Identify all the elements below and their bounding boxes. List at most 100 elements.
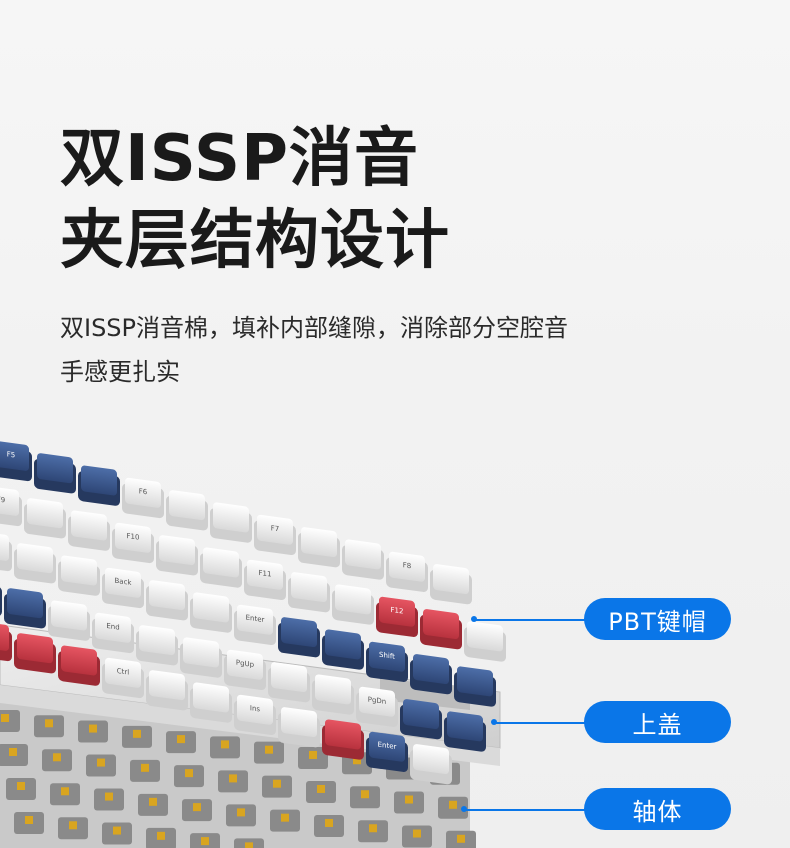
switch bbox=[262, 775, 292, 798]
feature-description-line-2: 手感更扎实 bbox=[60, 358, 180, 386]
switch bbox=[254, 741, 284, 764]
keycap: Num bbox=[0, 620, 12, 662]
keycap bbox=[78, 465, 120, 506]
keycap-legend: F7 bbox=[271, 523, 279, 533]
keycap bbox=[400, 699, 442, 740]
keycap bbox=[312, 674, 354, 715]
switch bbox=[94, 788, 124, 811]
keycap bbox=[322, 719, 364, 760]
keycap bbox=[190, 592, 232, 633]
switch bbox=[166, 731, 196, 754]
keycap bbox=[24, 498, 66, 539]
switch bbox=[210, 736, 240, 759]
keycap bbox=[200, 547, 242, 588]
switch bbox=[146, 827, 176, 848]
keycap bbox=[332, 584, 374, 625]
switch bbox=[226, 804, 256, 827]
keycap: Home bbox=[0, 581, 2, 617]
keycap: Ctrl bbox=[102, 657, 144, 699]
keycap bbox=[156, 535, 198, 576]
switch bbox=[394, 791, 424, 814]
switch bbox=[138, 793, 168, 816]
keycap: PgDn bbox=[356, 686, 398, 727]
keycap bbox=[136, 625, 178, 666]
switch bbox=[270, 809, 300, 832]
leader-dot-keycaps bbox=[471, 616, 477, 622]
keycap bbox=[410, 744, 452, 785]
keycap: Ins bbox=[234, 694, 276, 736]
switch bbox=[350, 786, 380, 809]
switch bbox=[174, 765, 204, 788]
switch bbox=[42, 749, 72, 772]
keycap: F12 bbox=[376, 596, 418, 637]
keycap bbox=[420, 609, 462, 650]
switch bbox=[182, 799, 212, 822]
keycap bbox=[4, 588, 46, 629]
keycap bbox=[288, 572, 330, 613]
switch bbox=[34, 715, 64, 738]
keycap-legend: F12 bbox=[391, 605, 404, 616]
keycap: Shift bbox=[366, 641, 408, 682]
keycap-legend: Shift bbox=[379, 650, 395, 661]
switch bbox=[190, 833, 220, 848]
keycap bbox=[14, 543, 56, 584]
keycap-legend: Enter bbox=[378, 739, 397, 751]
leader-dot-top-case bbox=[491, 719, 497, 725]
switch bbox=[14, 812, 44, 834]
keycap: F11 bbox=[244, 559, 286, 601]
switch bbox=[6, 778, 36, 800]
keycap-legend: PgUp bbox=[236, 658, 255, 670]
keycap-legend: F5 bbox=[7, 449, 15, 459]
keycap: Del bbox=[0, 530, 12, 572]
keycap bbox=[342, 539, 384, 580]
keycap bbox=[68, 510, 110, 551]
keycap: PgUp bbox=[224, 649, 266, 691]
callout-switches: 轴体 bbox=[584, 788, 731, 830]
keycap bbox=[454, 666, 496, 707]
switch bbox=[0, 744, 28, 766]
keycap-legend: Enter bbox=[246, 613, 265, 625]
keycap bbox=[464, 621, 506, 662]
keycap: F7 bbox=[254, 514, 296, 556]
keycap bbox=[146, 670, 188, 711]
keycap bbox=[58, 645, 100, 686]
switch bbox=[218, 770, 248, 793]
switch bbox=[402, 825, 432, 848]
keycap bbox=[430, 564, 472, 605]
keycap bbox=[278, 617, 320, 658]
keycap: End bbox=[92, 612, 134, 654]
keycap-legend: Ins bbox=[250, 703, 260, 713]
keycap bbox=[166, 490, 208, 531]
keycap-legend: F8 bbox=[403, 560, 411, 570]
headline: 双ISSP消音 夹层结构设计 bbox=[60, 118, 450, 282]
switch bbox=[58, 817, 88, 840]
keycap bbox=[210, 502, 252, 543]
switch bbox=[314, 814, 344, 837]
switch bbox=[130, 759, 160, 782]
switch bbox=[234, 838, 264, 848]
switch bbox=[358, 820, 388, 843]
keycap bbox=[14, 633, 56, 674]
keycap: Enter bbox=[234, 604, 276, 646]
feature-description: 双ISSP消音棉，填补内部缝隙，消除部分空腔音 手感更扎实 bbox=[60, 306, 700, 394]
headline-line-2: 夹层结构设计 bbox=[60, 204, 450, 278]
switch bbox=[298, 746, 328, 769]
keycap bbox=[48, 600, 90, 641]
keycap bbox=[322, 629, 364, 670]
keycap: Back bbox=[102, 567, 144, 609]
keyboard-exploded-illustration: F5F6F7F8F9F10F11F12DelBackEnterShiftHome… bbox=[0, 440, 506, 848]
switch bbox=[102, 822, 132, 845]
switch bbox=[0, 710, 20, 732]
keycap-legend: F6 bbox=[139, 486, 148, 496]
leader-line-top-case bbox=[494, 722, 586, 724]
keycap bbox=[34, 453, 76, 494]
feature-description-line-1: 双ISSP消音棉，填补内部缝隙，消除部分空腔音 bbox=[60, 314, 569, 342]
headline-line-1: 双ISSP消音 bbox=[60, 122, 420, 196]
switch bbox=[438, 796, 468, 819]
keycap-legend: Back bbox=[115, 576, 133, 587]
switch bbox=[78, 720, 108, 743]
keycap-legend: F9 bbox=[0, 494, 5, 504]
switch bbox=[86, 754, 116, 777]
switch bbox=[446, 830, 476, 848]
keycap: F10 bbox=[112, 522, 154, 564]
